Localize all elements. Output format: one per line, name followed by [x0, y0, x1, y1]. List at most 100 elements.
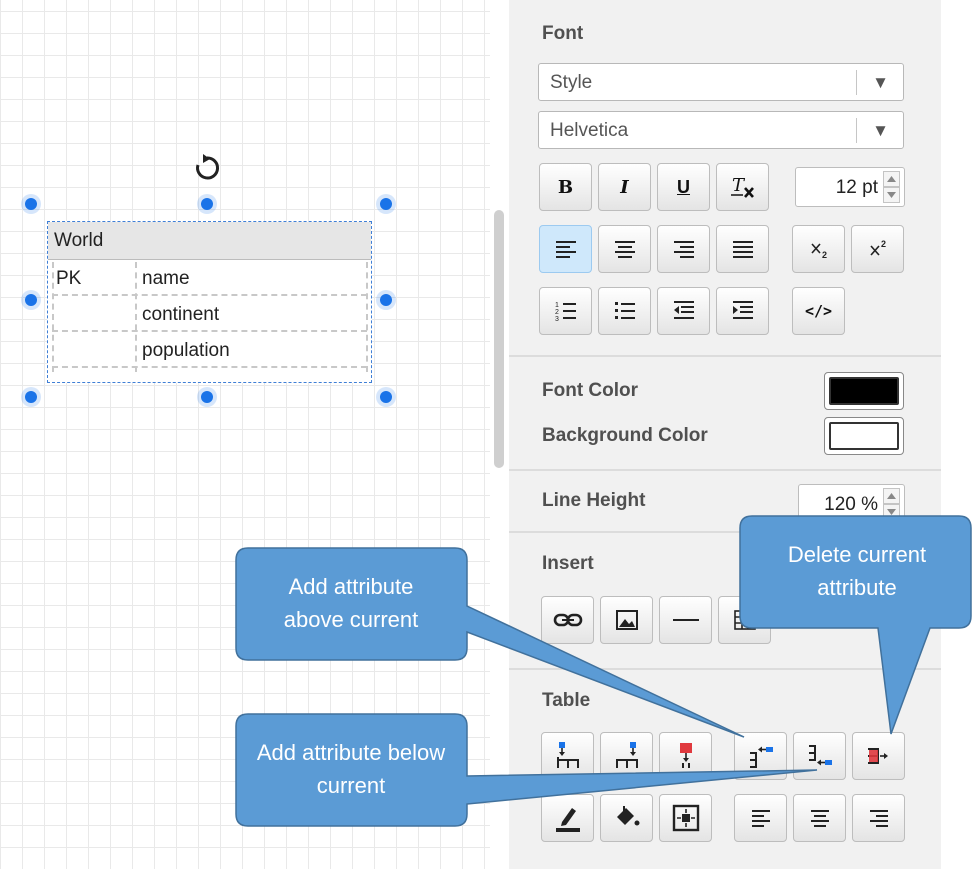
chevron-down-icon: ▼: [872, 73, 889, 92]
image-icon: [615, 610, 638, 630]
column-divider: [135, 262, 138, 372]
row-attribute[interactable]: name: [142, 268, 190, 289]
resize-handle-e[interactable]: [380, 294, 392, 306]
callout-add-below: [235, 713, 818, 827]
align-left-icon: [751, 810, 770, 827]
resize-handle-sw[interactable]: [25, 391, 37, 403]
font-section-title: Font: [542, 23, 584, 44]
svg-text:1: 1: [555, 302, 559, 309]
divider: [509, 668, 941, 670]
resize-handle-s[interactable]: [201, 391, 213, 403]
insert-column-left-icon: [556, 742, 579, 768]
fill-color-button[interactable]: [600, 794, 653, 842]
indent-button[interactable]: [716, 287, 769, 335]
row-attribute[interactable]: continent: [142, 304, 220, 325]
panel-scrollbar[interactable]: [494, 210, 504, 468]
italic-button[interactable]: I: [598, 163, 651, 211]
row-divider: [52, 366, 367, 368]
delete-row-icon: [867, 748, 888, 764]
column-divider: [52, 262, 55, 372]
entity-table-world[interactable]: World PK name continent population: [47, 221, 372, 383]
delete-column-icon: [679, 743, 692, 768]
html-code-button[interactable]: </>: [792, 287, 845, 335]
code-icon: </>: [804, 302, 833, 320]
rotate-icon[interactable]: [193, 153, 221, 183]
font-size-input[interactable]: 12 pt: [795, 167, 905, 207]
insert-horizontal-rule-button[interactable]: [659, 596, 712, 644]
outdent-icon: [673, 301, 694, 319]
select-separator: [856, 118, 857, 143]
cell-align-center-button[interactable]: [793, 794, 846, 842]
resize-handle-w[interactable]: [25, 294, 37, 306]
font-style-select[interactable]: Style ▼: [538, 63, 904, 101]
line-height-value: 120 %: [824, 494, 878, 515]
insert-link-button[interactable]: [541, 596, 594, 644]
add-attribute-below-button[interactable]: [793, 732, 846, 780]
align-right-button[interactable]: [657, 225, 710, 273]
row-divider: [52, 330, 367, 332]
callout-add-above: [235, 547, 745, 738]
insert-column-left-button[interactable]: [541, 732, 594, 780]
font-color-fill: [829, 377, 899, 405]
cell-align-right-button[interactable]: [852, 794, 905, 842]
superscript-button[interactable]: 2: [851, 225, 904, 273]
insert-row-below-icon: [808, 745, 832, 766]
callout-add-below-text: Add attribute below current: [256, 740, 446, 798]
table-section-title: Table: [542, 690, 591, 711]
numbered-list-icon: 123: [555, 302, 576, 323]
horizontal-rule-icon: [672, 619, 699, 621]
stepper-icon[interactable]: [883, 171, 900, 203]
subscript-button[interactable]: 2: [792, 225, 845, 273]
link-icon: [553, 613, 582, 627]
bold-icon: B: [557, 176, 574, 198]
justify-icon: [732, 241, 753, 258]
divider: [509, 355, 941, 357]
justify-button[interactable]: [716, 225, 769, 273]
superscript-icon: 2: [869, 239, 886, 256]
align-left-button[interactable]: [539, 225, 592, 273]
background-color-swatch[interactable]: [824, 417, 904, 455]
outdent-button[interactable]: [657, 287, 710, 335]
resize-handle-ne[interactable]: [380, 198, 392, 210]
diagram-canvas[interactable]: [0, 0, 490, 869]
bold-button[interactable]: B: [539, 163, 592, 211]
row-divider: [52, 294, 367, 296]
align-right-icon: [673, 241, 694, 258]
font-color-swatch[interactable]: [824, 372, 904, 410]
underline-icon: U: [677, 176, 690, 197]
font-family-select[interactable]: Helvetica ▼: [538, 111, 904, 149]
svg-text:T: T: [732, 175, 746, 196]
spacing-button[interactable]: [659, 794, 712, 842]
padding-icon: [672, 804, 699, 832]
background-color-label: Background Color: [542, 425, 708, 446]
svg-text:2: 2: [555, 309, 559, 316]
align-center-button[interactable]: [598, 225, 651, 273]
line-height-label: Line Height: [542, 490, 646, 511]
align-right-icon: [869, 810, 888, 827]
underline-button[interactable]: U: [657, 163, 710, 211]
row-attribute[interactable]: population: [142, 340, 230, 361]
entity-header[interactable]: World: [48, 222, 371, 260]
insert-column-right-button[interactable]: [600, 732, 653, 780]
delete-attribute-button[interactable]: [852, 732, 905, 780]
resize-handle-nw[interactable]: [25, 198, 37, 210]
insert-column-right-icon: [615, 742, 638, 768]
background-color-fill: [829, 422, 899, 450]
align-center-icon: [614, 241, 635, 258]
cell-align-left-button[interactable]: [734, 794, 787, 842]
font-size-value: 12 pt: [835, 177, 878, 198]
insert-image-button[interactable]: [600, 596, 653, 644]
resize-handle-se[interactable]: [380, 391, 392, 403]
page-margin: [941, 0, 977, 869]
align-left-icon: [555, 241, 576, 258]
resize-handle-n[interactable]: [201, 198, 213, 210]
insert-section-title: Insert: [542, 553, 594, 574]
align-center-icon: [810, 810, 829, 827]
bullet-list-button[interactable]: [598, 287, 651, 335]
divider: [509, 469, 941, 471]
clear-formatting-button[interactable]: T: [716, 163, 769, 211]
row-key[interactable]: PK: [56, 268, 82, 289]
indent-icon: [732, 301, 753, 319]
